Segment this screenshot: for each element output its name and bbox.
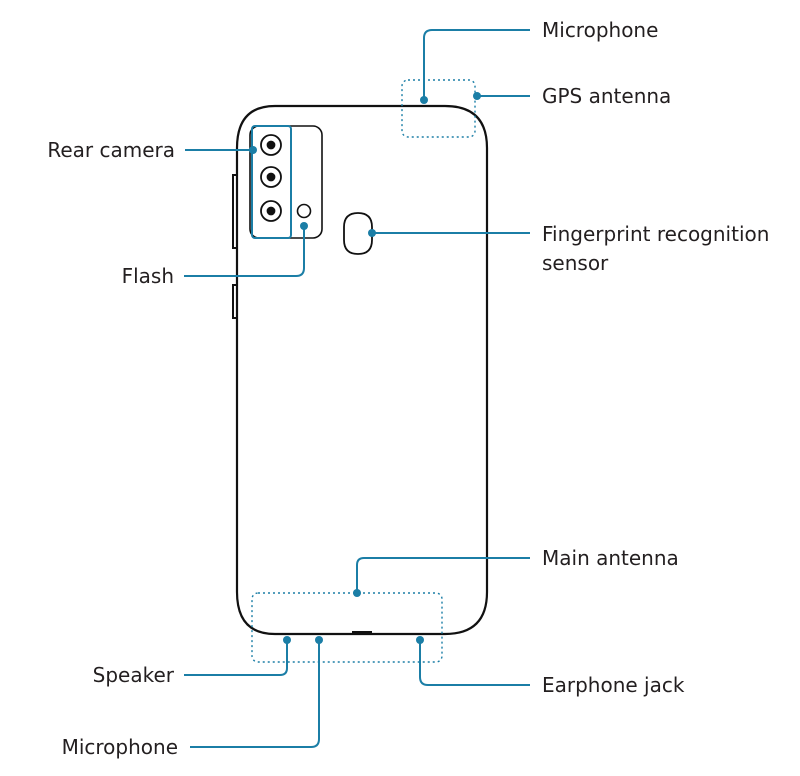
label-speaker: Speaker [92, 663, 174, 687]
side-buttons [232, 174, 237, 319]
label-microphone-top: Microphone [542, 18, 659, 42]
label-earphone-jack: Earphone jack [542, 673, 685, 697]
leader-flash [184, 226, 305, 277]
phone-back-outline [235, 104, 489, 636]
camera-lenses [260, 134, 282, 222]
main-antenna-region [251, 592, 443, 663]
label-main-antenna: Main antenna [542, 546, 679, 570]
power-button [232, 284, 237, 319]
label-flash: Flash [121, 264, 174, 288]
label-rear-camera: Rear camera [47, 138, 175, 162]
fingerprint-sensor [343, 212, 373, 255]
leader-earphone-jack [419, 640, 530, 686]
leader-microphone-bottom [190, 640, 320, 748]
gps-antenna-region [401, 79, 476, 138]
leader-speaker [184, 640, 288, 676]
leader-main-antenna [356, 557, 530, 593]
flash-icon [296, 203, 312, 219]
label-fingerprint-sensor: Fingerprint recognition sensor [542, 222, 770, 275]
label-gps-antenna: GPS antenna [542, 84, 672, 108]
leader-lines [184, 29, 530, 748]
label-microphone-bottom: Microphone [61, 735, 178, 759]
leader-dots [249, 92, 481, 644]
rear-camera-highlight [251, 125, 292, 239]
leader-microphone-top [423, 29, 530, 98]
volume-button [232, 174, 237, 249]
antenna-regions [251, 79, 476, 663]
